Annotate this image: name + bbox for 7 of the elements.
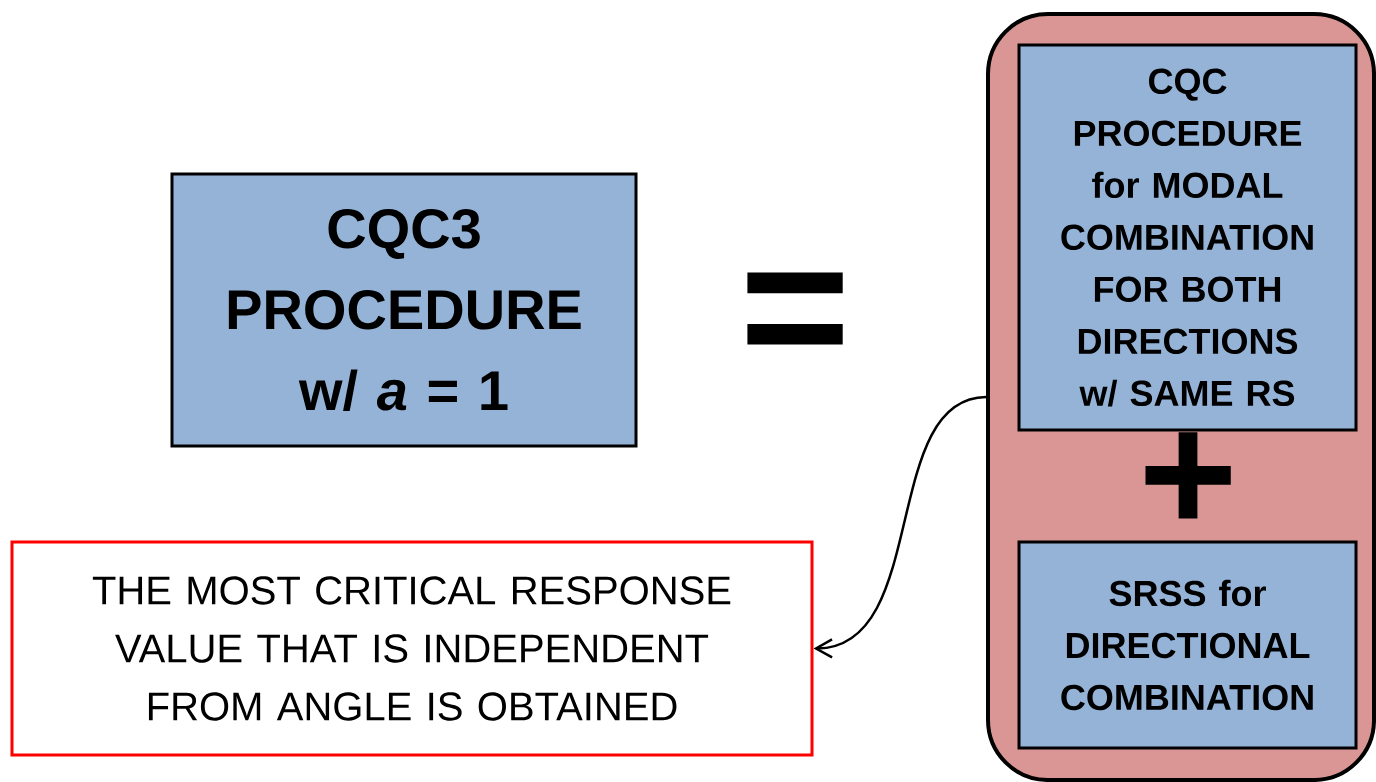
note-box: THE MOST CRITICAL RESPONSE VALUE THAT IS INDEPENDENT FROM ANGLE IS OBTAINED bbox=[10, 540, 814, 757]
curved-arrow bbox=[813, 395, 987, 659]
operator-sign: = bbox=[747, 272, 843, 345]
process-box: CQC PROCEDURE for MODAL COMBINATION FOR BOTH DIRECTIONS w/ SAME RS bbox=[1017, 43, 1358, 432]
process-box: CQC3 PROCEDURE w/ a = 1 bbox=[170, 172, 638, 448]
process-box: SRSS for DIRECTIONAL COMBINATION bbox=[1017, 540, 1358, 750]
operator-sign: + bbox=[1145, 432, 1231, 519]
